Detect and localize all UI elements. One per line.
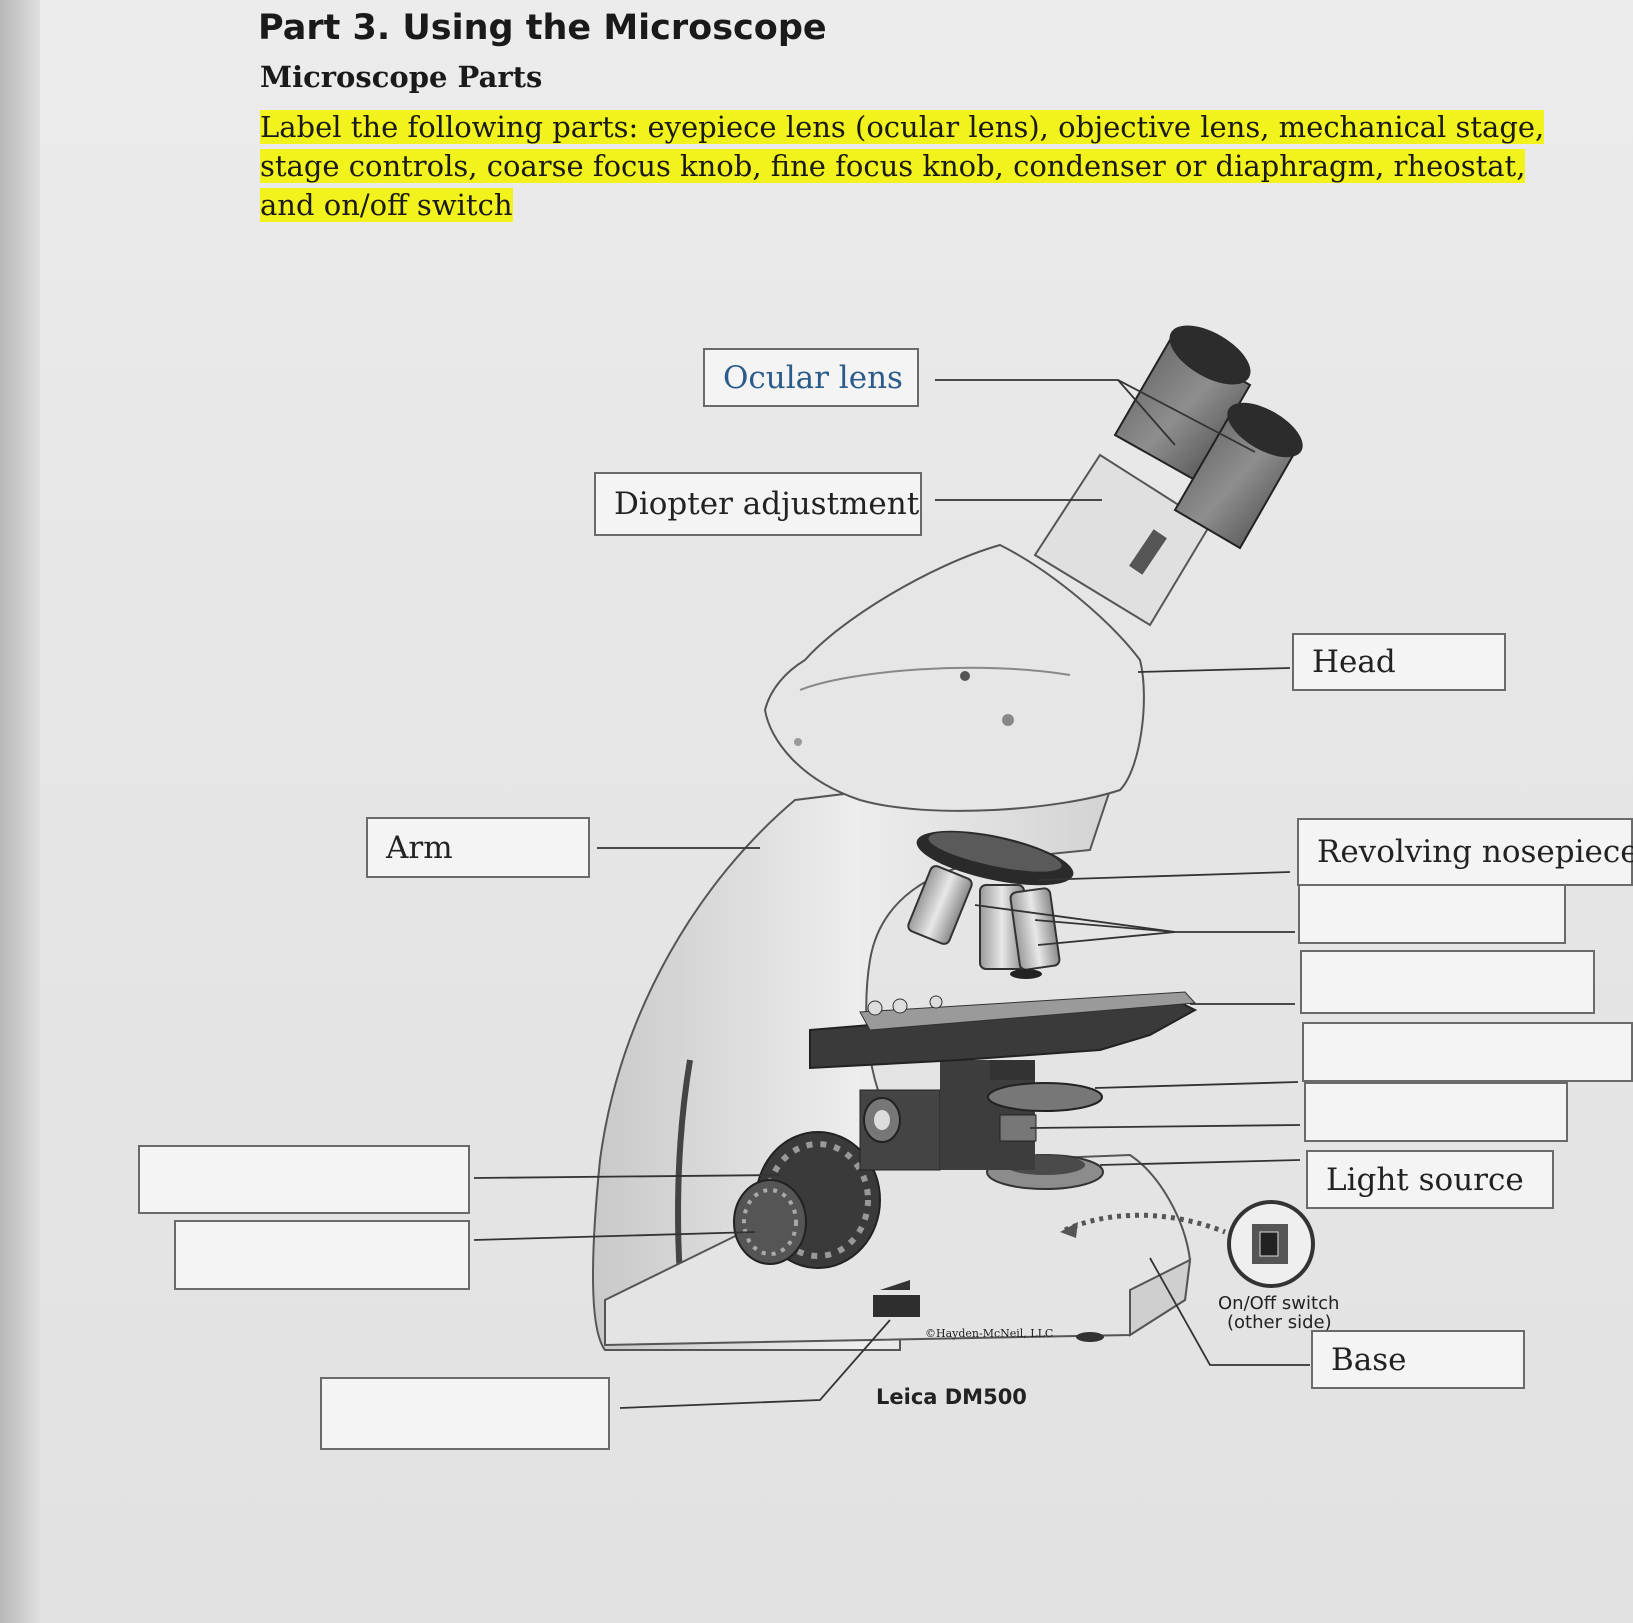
blank-label-diaphragm[interactable] xyxy=(1304,1082,1568,1142)
label-revolving-nosepiece: Revolving nosepiece xyxy=(1297,818,1633,886)
condenser xyxy=(987,1082,1103,1112)
label-ocular-lens: Ocular lens xyxy=(703,348,919,407)
ocular-lenses xyxy=(1113,325,1303,550)
blank-label-fine-focus[interactable] xyxy=(174,1220,470,1290)
monitor-bezel xyxy=(0,0,40,1623)
label-head: Head xyxy=(1292,633,1506,691)
label-base: Base xyxy=(1311,1330,1525,1389)
switch-caption-line2: (other side) xyxy=(1227,1312,1332,1333)
label-diopter-adjustment: Diopter adjustment xyxy=(594,472,922,536)
copyright-text: ©Hayden-McNeil, LLC xyxy=(925,1327,1054,1340)
leader-lines xyxy=(473,379,1310,1409)
blank-label-coarse-focus[interactable] xyxy=(138,1145,470,1214)
blank-label-condenser[interactable] xyxy=(1302,1022,1633,1082)
section-heading: Microscope Parts xyxy=(260,60,543,94)
label-light-source: Light source xyxy=(1306,1150,1554,1209)
label-arm: Arm xyxy=(366,817,590,878)
model-name: Leica DM500 xyxy=(876,1385,1027,1409)
blank-label-stage[interactable] xyxy=(1300,950,1595,1014)
objective-lenses xyxy=(907,865,1061,979)
instruction-text: Label the following parts: eyepiece lens… xyxy=(260,108,1580,225)
switch-caption-line1: On/Off switch xyxy=(1218,1293,1340,1314)
blank-label-rheostat[interactable] xyxy=(320,1377,610,1450)
microscope-head xyxy=(763,543,1145,812)
rheostat xyxy=(873,1295,920,1317)
part-heading: Part 3. Using the Microscope xyxy=(258,8,827,48)
blank-label-objective[interactable] xyxy=(1298,884,1566,944)
